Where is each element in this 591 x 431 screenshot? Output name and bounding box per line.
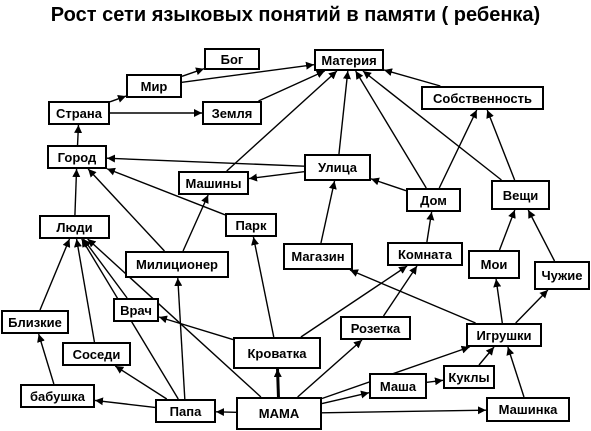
edge-krovatka-to-komnata: [300, 265, 408, 338]
edge-babushka-to-blizkie: [37, 333, 55, 385]
edge-mama-to-lyudi: [87, 238, 262, 398]
edge-mama-to-rozetka: [297, 339, 363, 398]
edge-igrushki-to-chuzhie: [515, 289, 549, 324]
node-papa: Папа: [155, 399, 216, 423]
diagram-title: Рост сети языковых понятий в памяти ( ре…: [50, 4, 541, 26]
edge-papa-to-sosedi: [114, 365, 168, 400]
edge-kukly-to-igrushki: [478, 346, 495, 366]
node-strana: Страна: [48, 101, 110, 125]
edge-ulitsa-to-gorod: [106, 154, 305, 167]
edge-lyudi-to-gorod: [72, 168, 81, 216]
edge-mir-to-bog: [181, 67, 205, 77]
node-lyudi: Люди: [39, 215, 110, 239]
edge-ulitsa-to-mashiny: [248, 170, 305, 182]
edge-dom-to-ulitsa: [370, 177, 407, 192]
node-blizkie: Близкие: [1, 310, 69, 334]
node-moi: Мои: [468, 250, 520, 279]
node-militsioner: Милиционер: [125, 251, 229, 278]
edge-strana-to-mir: [109, 95, 127, 103]
edge-mashiny-to-materiya: [226, 70, 338, 172]
node-mir: Мир: [126, 74, 182, 98]
edge-gorod-to-strana: [74, 124, 83, 146]
node-chuzhie: Чужие: [534, 261, 590, 290]
node-komnata: Комната: [387, 242, 463, 266]
edge-mashinka-to-igrushki: [506, 346, 525, 398]
node-masha: Маша: [369, 373, 427, 399]
node-mashinka: Машинка: [486, 397, 570, 422]
node-ulitsa: Улица: [304, 154, 371, 181]
edge-krovatka-to-vrach: [158, 315, 234, 341]
edge-dom-to-sobstvennost: [438, 109, 478, 189]
edge-zemlya-to-materiya: [258, 70, 326, 102]
edge-mama-to-papa: [215, 408, 237, 417]
edge-magazin-to-ulitsa: [320, 180, 337, 244]
edge-sobstvennost-to-materiya: [383, 68, 441, 87]
edge-blizkie-to-lyudi: [39, 238, 71, 311]
node-sobstvennost: Собственность: [421, 86, 544, 110]
node-kukly: Куклы: [443, 365, 495, 389]
node-mama: МАМА: [236, 397, 322, 430]
edge-militsioner-to-gorod: [87, 168, 165, 252]
edge-komnata-to-dom: [426, 211, 435, 243]
edge-chuzhie-to-veshchi: [527, 209, 556, 262]
edge-mama-to-mashinka: [321, 406, 487, 415]
edge-papa-to-militsioner: [174, 277, 186, 400]
edge-park-to-gorod: [106, 167, 226, 216]
edge-sosedi-to-lyudi: [74, 238, 96, 343]
edge-moi-to-veshchi: [498, 209, 516, 251]
node-materiya: Материя: [314, 49, 384, 71]
node-gorod: Город: [47, 145, 107, 169]
node-zemlya: Земля: [202, 101, 262, 125]
node-bog: Бог: [204, 48, 260, 70]
node-magazin: Магазин: [283, 243, 353, 270]
edge-igrushki-to-moi: [493, 278, 503, 324]
edge-masha-to-kukly: [426, 377, 444, 386]
edge-papa-to-babushka: [94, 397, 156, 409]
edge-ulitsa-to-materiya: [338, 70, 351, 155]
node-rozetka: Розетка: [340, 316, 411, 340]
node-krovatka: Кроватка: [233, 337, 321, 369]
edge-militsioner-to-mashiny: [182, 194, 209, 252]
edge-vrach-to-lyudi: [82, 238, 128, 299]
node-vrach: Врач: [113, 298, 159, 322]
node-veshchi: Вещи: [491, 180, 550, 210]
node-babushka: бабушка: [20, 384, 95, 408]
node-sosedi: Соседи: [62, 342, 131, 366]
edge-mama-to-igrushki: [321, 345, 470, 400]
node-dom: Дом: [406, 188, 461, 212]
edge-dom-to-materiya: [355, 70, 427, 189]
node-park: Парк: [225, 213, 277, 237]
edge-igrushki-to-magazin: [349, 269, 476, 324]
edge-krovatka-to-park: [251, 236, 275, 338]
edge-mir-to-materiya: [181, 61, 315, 83]
edge-veshchi-to-sobstvennost: [486, 109, 516, 181]
node-mashiny: Машины: [178, 171, 249, 195]
edge-mama-to-krovatka: [273, 368, 282, 398]
node-igrushki: Игрушки: [466, 323, 542, 347]
edge-mama-to-masha: [321, 390, 370, 405]
edge-veshchi-to-materiya: [362, 70, 502, 181]
